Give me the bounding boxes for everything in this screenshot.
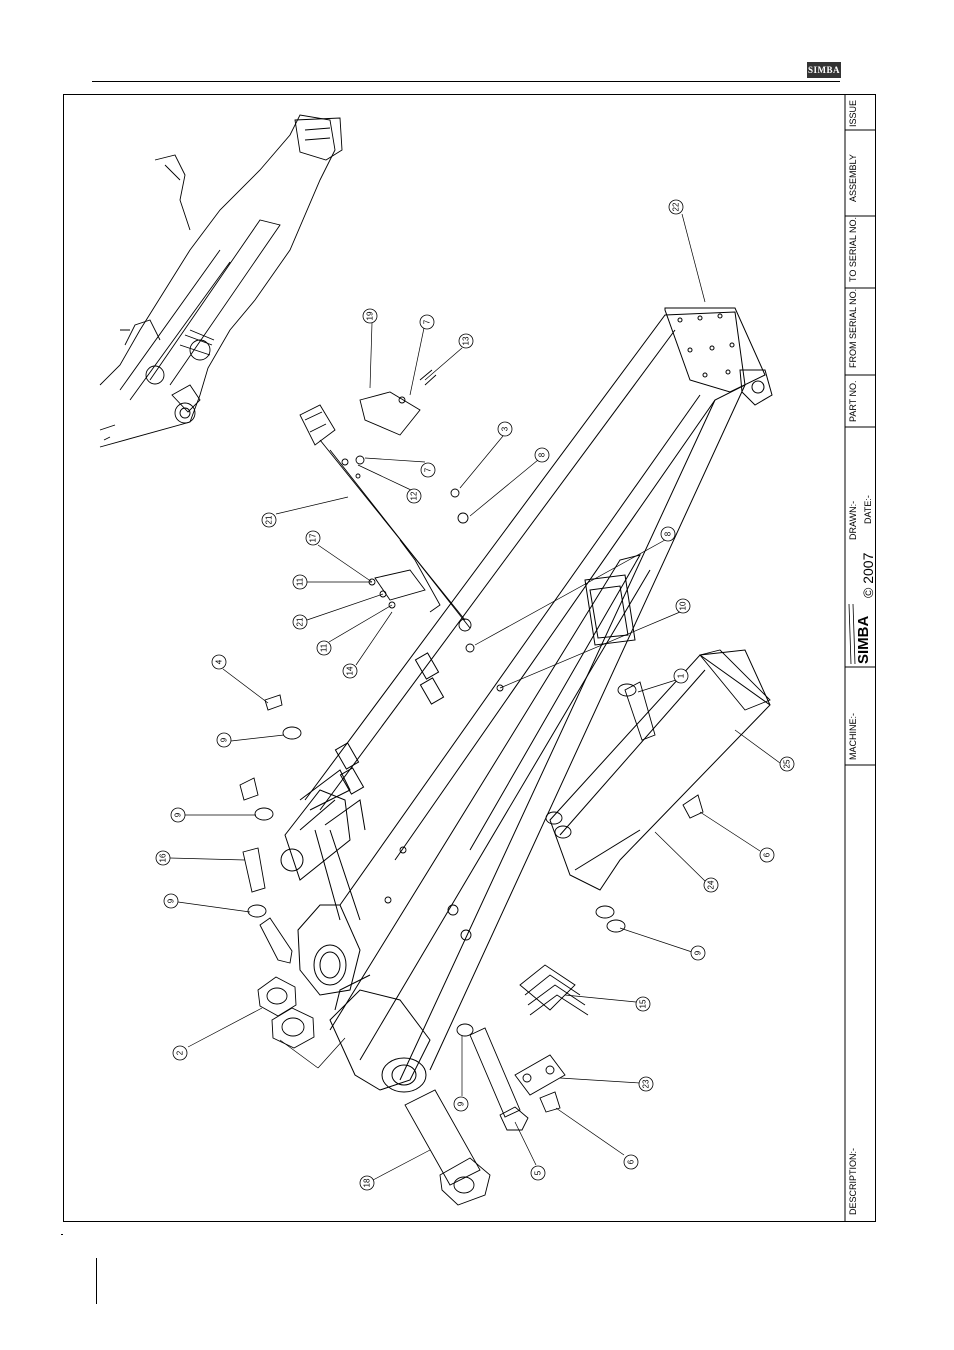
svg-text:9: 9: [174, 812, 183, 817]
callout-9: 9: [164, 894, 178, 908]
callout-11: 11: [317, 641, 331, 655]
inset-view: [100, 115, 342, 447]
svg-text:2: 2: [176, 1050, 185, 1055]
svg-text:15: 15: [639, 999, 648, 1008]
callout-9: 9: [171, 808, 185, 822]
callout-8: 8: [661, 527, 675, 541]
callout-19: 19: [363, 309, 377, 323]
svg-text:17: 17: [309, 533, 318, 542]
svg-text:11: 11: [296, 577, 305, 586]
svg-text:3: 3: [501, 426, 510, 431]
date-label: DATE:-: [863, 495, 873, 524]
svg-text:8: 8: [538, 452, 547, 457]
callout-1: 1: [674, 669, 688, 683]
svg-text:9: 9: [457, 1101, 466, 1106]
svg-text:19: 19: [366, 311, 375, 320]
svg-text:13: 13: [462, 336, 471, 345]
description-label: DESCRIPTION:-: [848, 1148, 858, 1215]
machine-label: MACHINE:-: [848, 713, 858, 760]
main-frame: [281, 308, 772, 1092]
svg-text:16: 16: [159, 853, 168, 862]
copyright: © 2007: [860, 552, 876, 598]
to-serial-label: TO SERIAL NO.: [848, 217, 858, 282]
svg-text:21: 21: [296, 617, 305, 626]
callout-11: 11: [293, 575, 307, 589]
callout-17: 17: [306, 531, 320, 545]
callout-21: 21: [262, 513, 276, 527]
svg-text:14: 14: [346, 666, 355, 675]
leader-lines: [170, 214, 780, 1180]
svg-text:24: 24: [707, 880, 716, 889]
callout-16: 16: [156, 851, 170, 865]
issue-label: ISSUE: [848, 100, 858, 127]
svg-text:12: 12: [410, 491, 419, 500]
callout-10: 10: [676, 599, 690, 613]
part-no-label: PART NO.: [848, 380, 858, 422]
callout-25: 25: [780, 757, 794, 771]
svg-text:4: 4: [215, 659, 224, 664]
callout-6: 6: [624, 1155, 638, 1169]
callout-3: 3: [498, 422, 512, 436]
callout-7: 7: [420, 315, 434, 329]
drawn-label: DRAWN:-: [848, 501, 858, 540]
svg-text:1: 1: [677, 673, 686, 678]
svg-text:7: 7: [423, 319, 432, 324]
callout-24: 24: [704, 878, 718, 892]
svg-text:25: 25: [783, 759, 792, 768]
callout-9: 9: [217, 733, 231, 747]
assembly-label: ASSEMBLY: [848, 154, 858, 202]
callout-5: 5: [531, 1166, 545, 1180]
svg-text:10: 10: [679, 601, 688, 610]
callout-21: 21: [293, 615, 307, 629]
from-serial-label: FROM SERIAL NO.: [848, 289, 858, 368]
svg-text:22: 22: [672, 202, 681, 211]
svg-text:9: 9: [694, 950, 703, 955]
svg-text:21: 21: [265, 515, 274, 524]
svg-text:9: 9: [167, 898, 176, 903]
callout-9: 9: [691, 946, 705, 960]
title-brand: SIMBA: [855, 616, 872, 665]
svg-text:18: 18: [363, 1178, 372, 1187]
svg-text:23: 23: [642, 1079, 651, 1088]
callout-7: 7: [421, 463, 435, 477]
callout-18: 18: [360, 1176, 374, 1190]
svg-text:7: 7: [424, 467, 433, 472]
callout-13: 13: [459, 334, 473, 348]
callout-23: 23: [639, 1077, 653, 1091]
callout-12: 12: [407, 489, 421, 503]
callouts: 22 19 7 13 3 7 12 8 21 17 8 11 21 11 14 …: [156, 200, 794, 1190]
svg-text:5: 5: [534, 1170, 543, 1175]
callout-14: 14: [343, 664, 357, 678]
callout-9: 9: [454, 1097, 468, 1111]
callout-8: 8: [535, 448, 549, 462]
callout-15: 15: [636, 997, 650, 1011]
callout-6: 6: [760, 848, 774, 862]
svg-text:9: 9: [220, 737, 229, 742]
svg-text:11: 11: [320, 643, 329, 652]
callout-4: 4: [212, 655, 226, 669]
svg-text:6: 6: [627, 1159, 636, 1164]
svg-text:8: 8: [664, 531, 673, 536]
callout-2: 2: [173, 1046, 187, 1060]
callout-22: 22: [669, 200, 683, 214]
svg-text:6: 6: [763, 852, 772, 857]
